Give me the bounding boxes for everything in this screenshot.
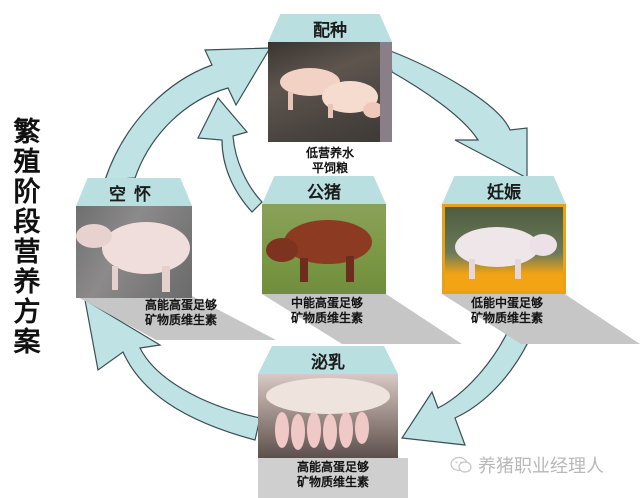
pig-illustration: [266, 378, 390, 450]
desc-line: 中能高蛋足够: [290, 296, 363, 310]
node-lactation: 泌乳 高能高蛋足够 矿物质维生素: [258, 346, 408, 498]
node-label: 配种: [313, 21, 347, 41]
pig-illustration: [455, 227, 557, 279]
watermark-text: 养猪职业经理人: [478, 456, 604, 477]
node-label: 空怀: [109, 185, 159, 205]
title-char: 段: [13, 207, 41, 238]
desc-line: 高能高蛋足够: [296, 460, 369, 474]
node-label: 泌乳: [311, 353, 345, 373]
title-char: 案: [13, 327, 41, 358]
pig-illustration: [266, 220, 372, 282]
node-cap: [262, 176, 386, 204]
node-boar: 公猪 中能高蛋足够 矿物质维生素: [262, 176, 462, 346]
desc-line: 低营养水: [305, 146, 354, 160]
desc-line: 平饲粮: [311, 161, 348, 175]
title-char: 阶: [13, 177, 41, 208]
diagram-title: 繁 殖 阶 段 营 养 方 案: [10, 118, 44, 358]
desc-line: 矿物质维生素: [290, 311, 363, 325]
title-char: 营: [13, 237, 41, 268]
title-char: 方: [13, 297, 41, 328]
node-cap: [442, 176, 566, 204]
arrow-mating-to-gestation: [387, 49, 528, 179]
photo-sow-nursing-piglets: [258, 374, 398, 458]
pig-illustration: [280, 42, 392, 142]
node-cap: [258, 346, 398, 374]
watermark: 养猪职业经理人: [450, 453, 604, 477]
title-char: 养: [13, 267, 41, 298]
node-cap: [268, 14, 392, 42]
photo-pregnant-sow: [442, 204, 566, 294]
node-desc: 中能高蛋足够 矿物质维生素: [272, 296, 382, 326]
desc-line: 高能高蛋足够: [144, 298, 217, 312]
title-char: 殖: [13, 147, 41, 178]
photo-white-sow: [76, 206, 192, 298]
node-gestation: 妊娠 低能中蛋足够 矿物质维生素: [442, 176, 640, 346]
desc-line: 矿物质维生素: [470, 311, 543, 325]
photo-red-boar-on-grass: [262, 204, 386, 294]
title-char: 繁: [13, 117, 41, 148]
node-desc: 低营养水 平饲粮: [268, 146, 392, 176]
desc-line: 矿物质维生素: [296, 475, 369, 489]
node-cap: [76, 178, 192, 206]
node-desc: 高能高蛋足够 矿物质维生素: [126, 298, 236, 328]
arrow-empty-to-mating: [104, 47, 272, 181]
node-desc: 低能中蛋足够 矿物质维生素: [452, 296, 562, 326]
desc-line: 矿物质维生素: [144, 313, 217, 327]
pig-illustration: [76, 222, 190, 292]
node-desc: 高能高蛋足够 矿物质维生素: [268, 460, 398, 490]
wechat-icon: [450, 456, 472, 473]
node-label: 妊娠: [487, 183, 521, 203]
desc-line: 低能中蛋足够: [470, 296, 543, 310]
node-empty: 空怀 高能高蛋足够 矿物质维生素: [76, 178, 276, 340]
arrow-boar-to-mating: [197, 96, 263, 213]
node-label: 公猪: [307, 183, 341, 203]
caption-shadow: [258, 458, 408, 498]
node-mating: 配种 低营养水 平饲粮: [268, 14, 392, 175]
photo-two-pigs-mating: [268, 42, 392, 142]
